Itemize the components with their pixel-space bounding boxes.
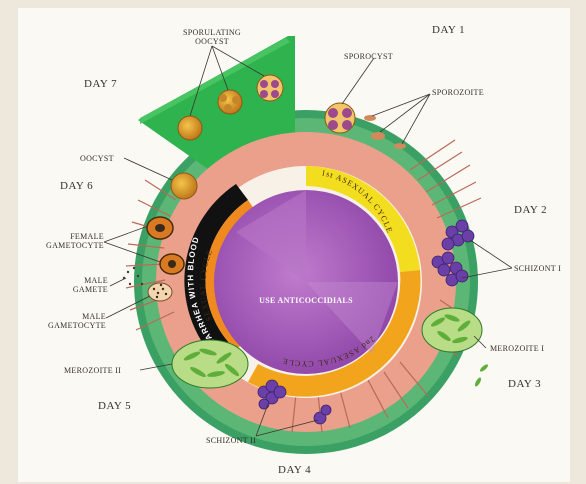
sporulating-oocyst-line-2: OOCYST — [162, 37, 262, 46]
day-5-label: DAY 5 — [98, 402, 131, 411]
oocyst-label: OOCYST — [80, 154, 114, 163]
day-6-label: DAY 6 — [60, 182, 93, 191]
male-gametocyte-line-1: MALE — [34, 312, 106, 321]
female-gametocyte-label: FEMALE GAMETOCYTE — [40, 232, 104, 250]
sporocyst-label: SPOROCYST — [344, 52, 393, 61]
oocyst — [171, 173, 197, 199]
center-label: USE ANTICOCCIDIALS — [236, 296, 376, 305]
day-7-label: DAY 7 — [84, 80, 117, 89]
merozoite-2 — [172, 340, 248, 388]
merozoite-1-label: MEROZOITE I — [490, 344, 544, 353]
sporulating-oocyst-label: SPORULATING OOCYST — [162, 28, 262, 46]
schizont-1-label: SCHIZONT I — [514, 264, 561, 273]
day-3-label: DAY 3 — [508, 380, 541, 389]
male-gamete-label: MALE GAMETE — [50, 276, 108, 294]
female-gametocyte-line-1: FEMALE — [40, 232, 104, 241]
male-gametocyte-label: MALE GAMETOCYTE — [34, 312, 106, 330]
merozoite-2-label: MEROZOITE II — [64, 366, 121, 375]
sporozoite-label: SPOROZOITE — [432, 88, 484, 97]
male-gamete-line-1: MALE — [50, 276, 108, 285]
day-2-label: DAY 2 — [514, 206, 547, 215]
male-gametocyte-line-2: GAMETOCYTE — [34, 321, 106, 330]
day-4-label: DAY 4 — [278, 466, 311, 475]
day-1-label: DAY 1 — [432, 26, 465, 35]
sporocyst — [325, 103, 355, 133]
schizont-2-label: SCHIZONT II — [206, 436, 256, 445]
male-gametocytes — [148, 283, 172, 301]
female-gametocyte-line-2: GAMETOCYTE — [40, 241, 104, 250]
sporulating-oocyst-line-1: SPORULATING — [162, 28, 262, 37]
male-gamete-line-2: GAMETE — [50, 285, 108, 294]
